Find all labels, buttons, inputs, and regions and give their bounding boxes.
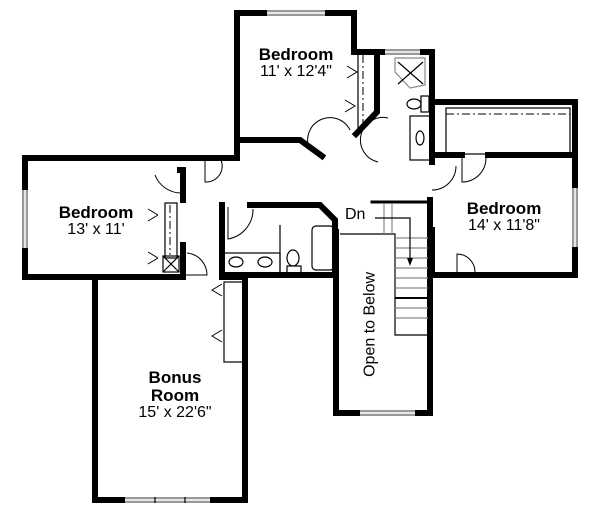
bedroom-right-walls (429, 99, 578, 278)
room-size: 13' x 11' (67, 220, 125, 238)
stair-treads (375, 204, 428, 319)
toilet-icon (406, 98, 422, 110)
room-name: Bedroom (258, 45, 334, 64)
stair-down-label: Dn (345, 206, 366, 223)
room-label-bedroom-left: Bedroom 13' x 11' (38, 204, 154, 239)
room-size: 15' x 22'6" (138, 403, 212, 421)
linen-icon (162, 255, 180, 273)
vanity-icon (409, 115, 431, 161)
room-size: 11' x 12'4" (260, 62, 332, 80)
stair-open-area (333, 197, 433, 416)
bathroom-top (351, 49, 435, 165)
room-label-bonus-room: Bonus Room 15' x 22'6" (110, 369, 240, 421)
bedroom-left-walls (22, 155, 240, 280)
bonus-room-walls (92, 274, 248, 503)
room-label-bedroom-right: Bedroom 14' x 11'8" (445, 200, 563, 235)
sink-icon (228, 256, 244, 268)
room-size: 14' x 11'8" (468, 216, 540, 234)
sink-icon (257, 256, 273, 268)
room-name: Bonus (148, 368, 202, 387)
room-name-line2: Room (150, 385, 200, 405)
room-label-bedroom-top: Bedroom 11' x 12'4" (238, 46, 354, 81)
bathtub-icon (311, 225, 335, 271)
toilet-icon (286, 249, 300, 267)
shower-icon (394, 57, 426, 89)
room-name: Bedroom (466, 199, 542, 218)
open-to-below-label: Open to Below (361, 271, 379, 377)
room-name: Bedroom (58, 203, 134, 222)
bathroom-hall (183, 202, 338, 278)
bedroom-top-walls (234, 10, 380, 161)
